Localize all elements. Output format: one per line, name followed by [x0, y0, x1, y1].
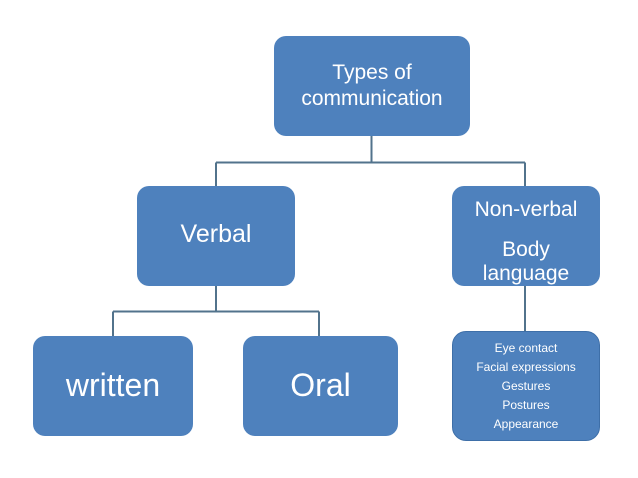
nonverbal-sub-line2: language — [482, 261, 570, 285]
node-nonverbal-examples[interactable]: Eye contact Facial expressions Gestures … — [452, 331, 600, 441]
list-item: Appearance — [493, 417, 559, 431]
node-oral[interactable]: Oral — [243, 336, 398, 436]
node-non-verbal[interactable]: Non-verbal Body language — [452, 186, 600, 286]
list-item: Gestures — [501, 379, 551, 393]
oral-label: Oral — [290, 367, 351, 404]
nonverbal-label: Non-verbal — [474, 198, 578, 221]
list-item: Facial expressions — [476, 360, 576, 374]
list-item: Eye contact — [494, 341, 558, 355]
list-item: Postures — [502, 398, 550, 412]
root-label-line1: Types of — [332, 60, 412, 84]
node-written[interactable]: written — [33, 336, 193, 436]
written-label: written — [65, 367, 161, 404]
node-types-of-communication[interactable]: Types of communication — [274, 36, 470, 136]
node-verbal[interactable]: Verbal — [137, 186, 295, 286]
root-label-line2: communication — [301, 86, 443, 110]
nonverbal-sub-line1: Body — [502, 237, 550, 261]
verbal-label: Verbal — [180, 220, 252, 248]
